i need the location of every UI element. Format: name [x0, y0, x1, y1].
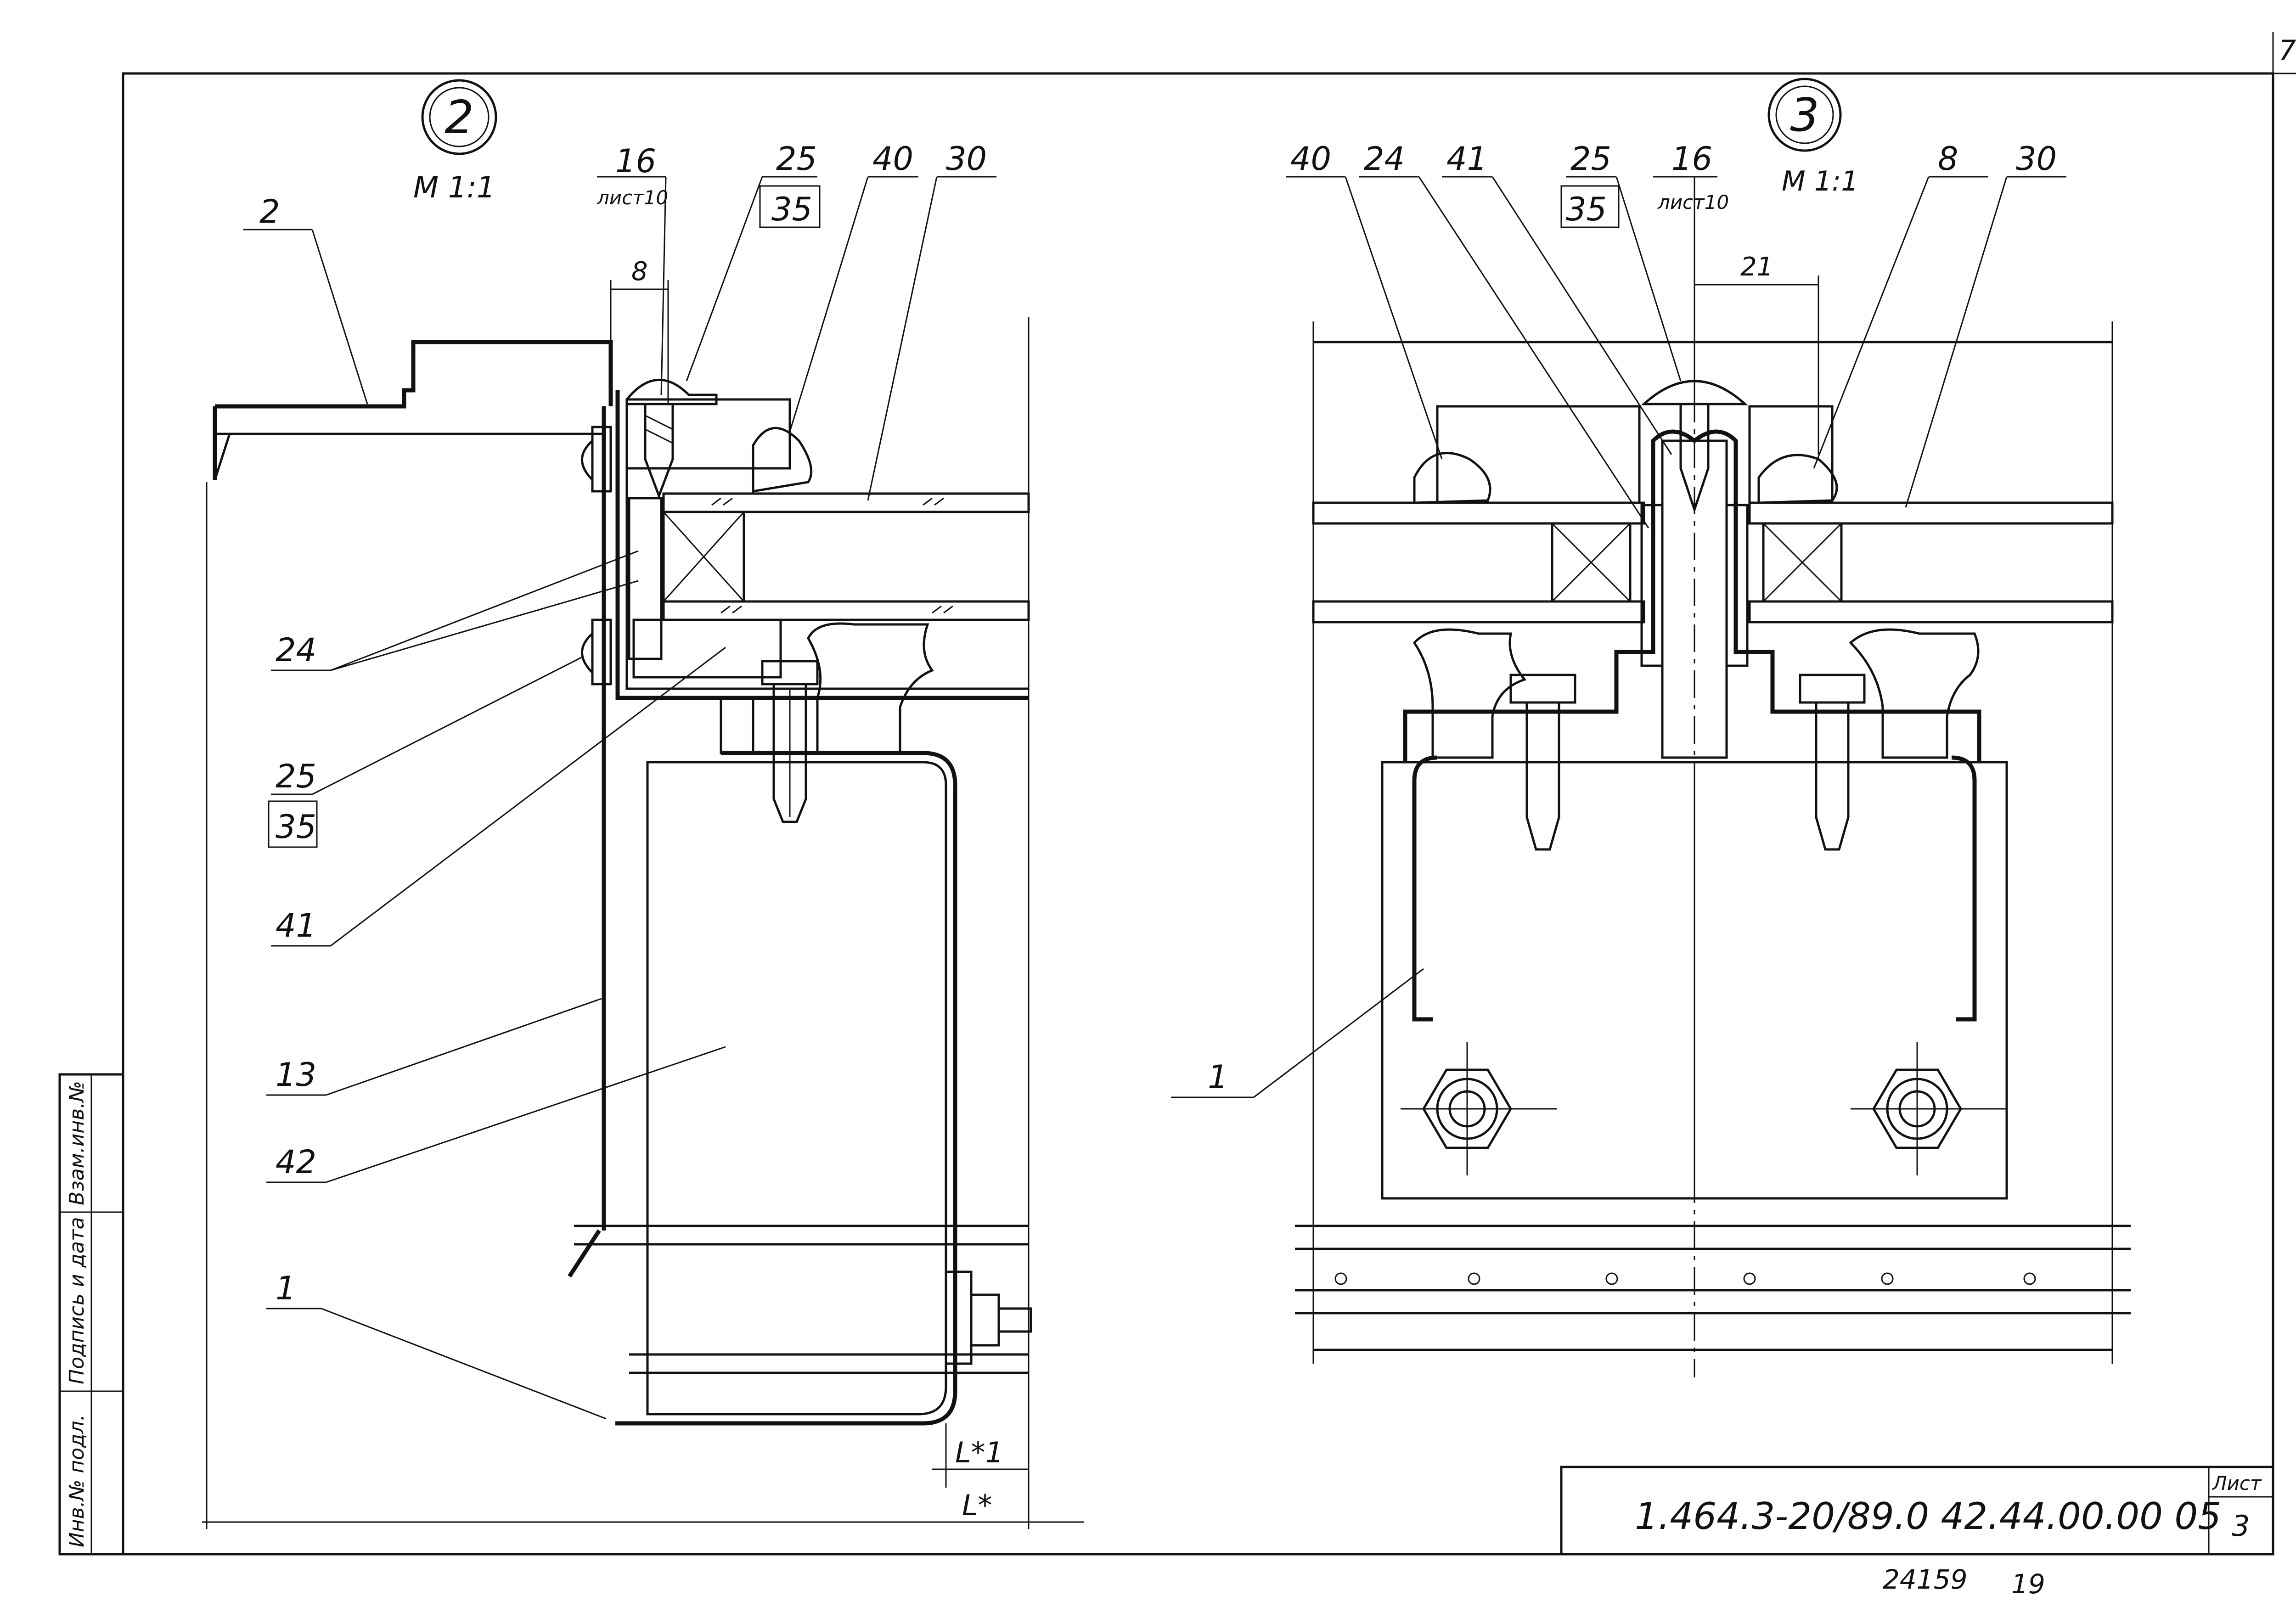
callout-42: 42	[266, 1046, 726, 1183]
svg-text:13: 13	[276, 1056, 316, 1094]
svg-text:30: 30	[2016, 140, 2057, 178]
callout-30: 30	[867, 140, 996, 501]
dim-21: 21	[1740, 252, 1773, 282]
bolt-vertical	[761, 660, 819, 823]
svg-text:24: 24	[276, 631, 316, 669]
detail-3-scale: М 1:1	[1782, 165, 1858, 197]
svg-text:1: 1	[1208, 1058, 1228, 1096]
screw-16	[625, 379, 718, 500]
callout-25-35-top: 25 35	[686, 140, 821, 382]
svg-text:42: 42	[276, 1143, 316, 1181]
side-nut	[945, 1270, 1032, 1365]
detail-2-sheet-ref: лист10	[597, 186, 668, 209]
packing-41	[632, 618, 782, 679]
side-bolt-bottom	[581, 618, 612, 686]
callout-1: 1	[266, 1270, 607, 1420]
center-bracket	[1403, 429, 1981, 762]
svg-text:35: 35	[276, 808, 316, 846]
svg-text:16: 16	[1671, 140, 1712, 178]
insulation-left	[1436, 405, 1641, 504]
callout-3-24: 24	[1359, 140, 1649, 528]
screw-16-detail-3	[1641, 380, 1748, 513]
corner-number: 76	[2279, 34, 2296, 67]
gasket-right	[1757, 454, 1838, 504]
detail-3-sheet-ref: лист10	[1657, 191, 1729, 214]
svg-text:35: 35	[1566, 191, 1607, 228]
callout-41: 41	[271, 646, 726, 947]
sheet-label: Лист	[2212, 1472, 2262, 1495]
svg-text:16: 16	[615, 142, 656, 180]
callout-3-40: 40	[1286, 140, 1443, 460]
gasket-40	[752, 427, 813, 493]
dim-L: L*	[962, 1489, 992, 1522]
callout-3-30: 30	[1905, 140, 2066, 508]
inventory-number: 24159	[1883, 1564, 1968, 1595]
detail-3: 3 М 1:1	[1171, 78, 2131, 1377]
detail-3-number: 3	[1790, 88, 1819, 142]
glass-unit-right	[1748, 501, 2114, 624]
insulation-right	[1748, 405, 1834, 504]
stamp-cell-sign: Подпись и дата	[65, 1217, 89, 1384]
detail-3-circle	[1767, 78, 1842, 152]
callout-3-8: 8	[1813, 140, 1988, 469]
detail-2-circle	[421, 79, 497, 155]
detail-2-number: 2	[445, 90, 474, 144]
glass-unit-30	[662, 492, 1030, 621]
cover-plate-2	[213, 340, 613, 480]
dim-L1: L*1	[955, 1436, 1003, 1469]
stamp-cell-inv: Инв.№ подл.	[65, 1414, 89, 1547]
gasket-left	[1413, 452, 1491, 504]
callout-13: 13	[266, 998, 602, 1096]
sheet-number: 3	[2232, 1509, 2250, 1543]
svg-text:25: 25	[1570, 140, 1611, 178]
callout-24: 24	[271, 550, 639, 671]
svg-text:41: 41	[276, 907, 316, 944]
stamp-cell-replace: Взам.инв.№	[65, 1081, 89, 1205]
glass-unit-left	[1312, 501, 1645, 624]
dim-8: 8	[631, 257, 648, 287]
svg-text:40: 40	[1290, 140, 1331, 178]
callout-16: 16 лист10	[597, 142, 668, 395]
title-block: 1.464.3-20/89.0 42.44.00.00 05 Лист 3 24…	[1560, 1466, 2274, 1600]
base-plate-1	[1381, 755, 2008, 1200]
svg-text:41: 41	[1446, 140, 1487, 178]
bolt-left	[1509, 674, 1576, 851]
bolt-right	[1799, 674, 1866, 851]
side-stamp: Инв.№ подл. Подпись и дата Взам.инв.№	[58, 1073, 124, 1556]
detail-2-scale: М 1:1	[413, 171, 495, 205]
svg-text:40: 40	[872, 140, 913, 178]
svg-text:24: 24	[1364, 140, 1405, 178]
detail-2: 2 М 1:1	[202, 79, 1084, 1529]
callout-3-25-35: 25 35	[1560, 140, 1682, 382]
format-number: 19	[2011, 1568, 2045, 1600]
callout-25-35-side: 25 35	[268, 656, 584, 848]
cladding-13	[568, 406, 606, 1278]
svg-text:1: 1	[276, 1270, 296, 1307]
packing-24	[628, 497, 663, 660]
nut-right	[1851, 1042, 2007, 1175]
sheet-frame: 76	[122, 32, 2296, 1556]
callout-40: 40	[789, 140, 918, 432]
svg-text:25: 25	[276, 758, 316, 795]
callout-3-1: 1	[1171, 968, 1424, 1098]
insulation-block-top	[625, 398, 791, 470]
nut-left	[1401, 1042, 1557, 1175]
callout-2: 2	[243, 193, 368, 405]
stamp-code: 1.464.3-20/89.0 42.44.00.00 05	[1635, 1495, 2221, 1538]
callout-3-41: 41	[1442, 140, 1672, 455]
svg-text:30: 30	[946, 140, 987, 178]
svg-text:8: 8	[1938, 140, 1958, 178]
seal-left	[1412, 628, 1527, 759]
svg-text:25: 25	[776, 140, 817, 178]
svg-text:2: 2	[259, 193, 280, 230]
rebar-dots	[1334, 1272, 2036, 1285]
seal-right	[1849, 628, 1980, 759]
callout-3-16: 16 лист10	[1653, 140, 1729, 395]
side-bolt-top	[581, 426, 612, 493]
svg-text:35: 35	[771, 191, 812, 228]
core-42	[615, 751, 957, 1426]
seal-bottom	[807, 622, 934, 754]
